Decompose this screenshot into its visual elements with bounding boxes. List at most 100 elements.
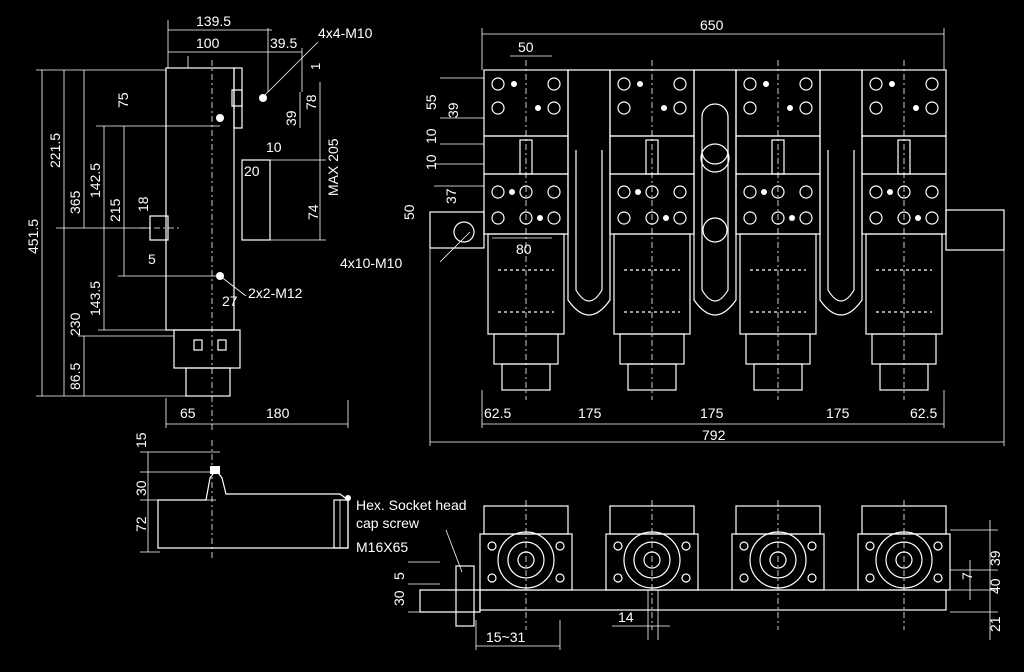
dim-15: 15 (133, 432, 149, 448)
unit-1-hole-1 (491, 77, 505, 91)
unit-4-dot-2 (913, 105, 919, 111)
unit-2-hole-8 (673, 211, 687, 225)
belt-channel-2 (693, 69, 737, 316)
unit-4-dot-3 (887, 189, 893, 195)
dim-62-5-a: 62.5 (484, 405, 511, 421)
dim-4x10-m10: 4x10-M10 (340, 255, 402, 271)
dim-7: 7 (959, 572, 975, 580)
flange-3-bolt-2 (807, 541, 817, 551)
unit-2-slot (645, 139, 659, 175)
dim-14: 14 (618, 609, 634, 625)
dim-27: 27 (222, 293, 238, 309)
dim-4x4-m10: 4x4-M10 (318, 25, 373, 41)
dim-215: 215 (107, 198, 123, 222)
dim-50-side: 50 (401, 204, 417, 220)
unit-2-hole-4 (673, 101, 687, 115)
centre-cover (701, 103, 729, 165)
dim-142-5: 142.5 (87, 163, 103, 198)
unit-2-hole-2 (673, 77, 687, 91)
unit-1-hole-4 (547, 101, 561, 115)
dim-18: 18 (135, 196, 151, 212)
flange-2-bolt-4 (681, 573, 691, 583)
unit-1-hole-9 (519, 185, 533, 199)
unit-3-hole-10 (771, 211, 785, 225)
unit-4-hole-2 (925, 77, 939, 91)
dim-39: 39 (283, 110, 299, 126)
dim-15-31: 15~31 (486, 629, 526, 645)
dim-39-5: 39.5 (270, 35, 297, 51)
dim-230: 230 (67, 312, 83, 336)
belt-channel-inner-2 (701, 150, 729, 302)
dim-55: 55 (423, 94, 439, 110)
note-line-2: cap screw (356, 515, 420, 531)
front-view (429, 60, 1005, 400)
flange-3-bolt-3 (739, 573, 749, 583)
unit-3-hole-7 (743, 211, 757, 225)
unit-1-dot-4 (537, 215, 543, 221)
side-hole-3 (259, 94, 267, 102)
flange-4-bolt-3 (865, 573, 875, 583)
unit-1-hole-5 (491, 185, 505, 199)
unit-1-slot (519, 139, 533, 175)
flange-2-bolt-3 (613, 573, 623, 583)
dim-39-bottom: 39 (987, 550, 1003, 566)
clamp-view: 15 30 72 Hex. Socket head cap screw M16X… (133, 432, 467, 573)
note-line-3: M16X65 (356, 539, 408, 555)
unit-4-dot-4 (915, 215, 921, 221)
dim-1: 1 (308, 63, 323, 70)
side-foot (185, 367, 231, 397)
dim-365: 365 (67, 190, 83, 214)
belt-channel-inner-1 (575, 150, 603, 302)
dim-50-top: 50 (518, 39, 534, 55)
belt-channel-3 (819, 69, 863, 316)
unit-3-dot-2 (787, 105, 793, 111)
dim-5: 5 (148, 251, 156, 267)
unit-4-hole-5 (869, 185, 883, 199)
unit-4-hole-9 (897, 185, 911, 199)
unit-3-dot-1 (763, 81, 769, 87)
unit-3-hole-8 (799, 211, 813, 225)
dim-451-5: 451.5 (25, 219, 41, 254)
dim-139-5: 139.5 (196, 13, 231, 29)
dim-72: 72 (133, 516, 149, 532)
unit-1-hole-8 (547, 211, 561, 225)
bottom-view (419, 500, 951, 630)
dim-74: 74 (305, 204, 321, 220)
clamp-screw (455, 565, 475, 627)
side-hole-1 (216, 114, 224, 122)
dim-5-bottom: 5 (391, 572, 407, 580)
dim-221-5: 221.5 (47, 133, 63, 168)
side-flange (233, 67, 243, 129)
side-view: 139.5 100 39.5 4x4-M10 1 39 78 10 20 MAX… (25, 13, 373, 430)
belt-channel-1 (567, 69, 611, 316)
dim-10: 10 (266, 139, 282, 155)
bottom-dims: 5 30 15~31 14 39 7 40 21 (391, 520, 1003, 650)
dim-205-max: MAX 205 (325, 138, 341, 196)
flange-1-bolt-4 (555, 573, 565, 583)
flange-3-bolt-1 (739, 541, 749, 551)
unit-4-hole-4 (925, 101, 939, 115)
unit-3-dot-3 (761, 189, 767, 195)
dim-37: 37 (443, 188, 459, 204)
unit-4-hole-7 (869, 211, 883, 225)
unit-2-dot-1 (637, 81, 643, 87)
dim-40: 40 (987, 578, 1003, 594)
dim-78: 78 (303, 94, 319, 110)
clamp-body (157, 469, 349, 549)
unit-2-hole-7 (617, 211, 631, 225)
dim-10-a: 10 (423, 128, 439, 144)
flange-1-bolt-2 (555, 541, 565, 551)
shaft-left (429, 211, 485, 249)
flange-4-bolt-1 (865, 541, 875, 551)
belt-channel-inner-3 (827, 150, 855, 302)
unit-3-hole-2 (799, 77, 813, 91)
unit-1-dot-2 (535, 105, 541, 111)
dim-62-5-b: 62.5 (910, 405, 937, 421)
base-plate (479, 589, 947, 611)
dim-2x2-m12: 2x2-M12 (248, 285, 303, 301)
flange-1-bolt-3 (487, 573, 497, 583)
unit-4-hole-3 (869, 101, 883, 115)
dim-20: 20 (244, 163, 260, 179)
